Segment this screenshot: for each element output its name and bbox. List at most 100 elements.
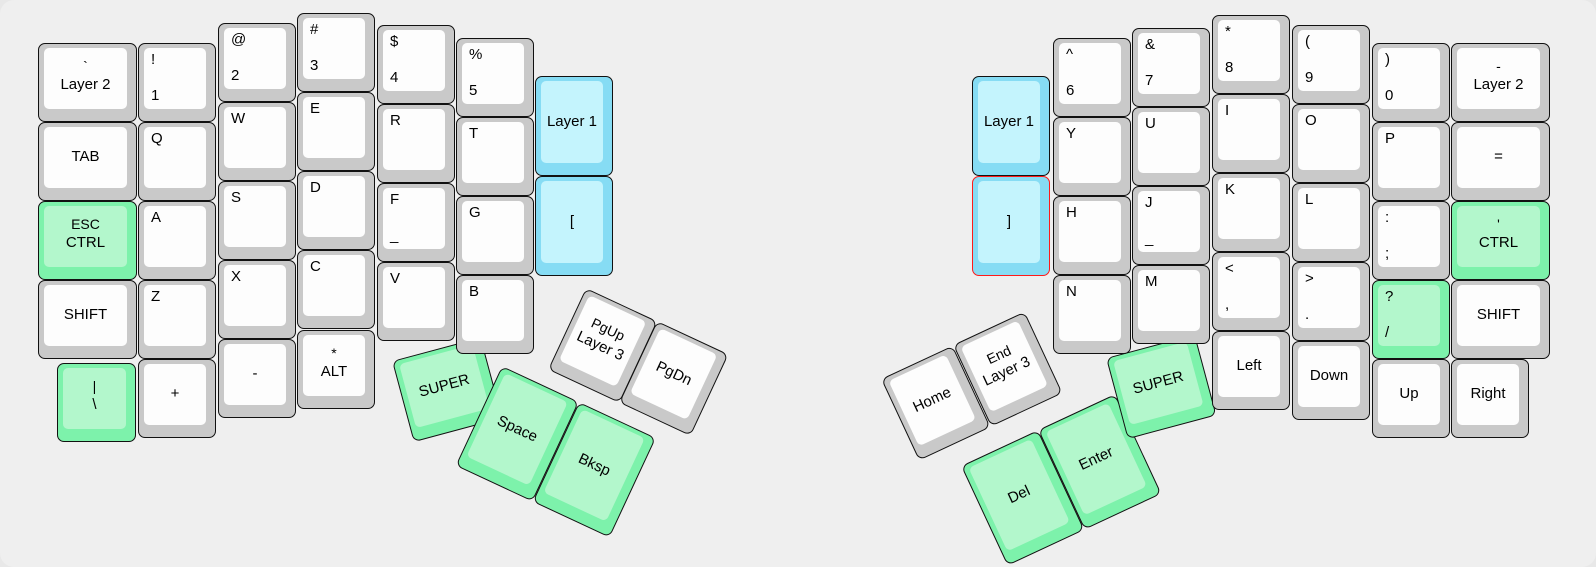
key-legend-primary: P xyxy=(1385,130,1396,147)
keycap-face: Layer 1 xyxy=(978,81,1040,163)
key-comma[interactable]: <, xyxy=(1212,252,1290,331)
keycap-face: (9 xyxy=(1298,30,1360,91)
key-g[interactable]: G xyxy=(456,196,534,275)
key-legend-secondary: 0 xyxy=(1385,86,1394,104)
keycap-face: P xyxy=(1378,127,1440,188)
key-legend-secondary: Left xyxy=(1236,357,1262,375)
key-legend-primary: L xyxy=(1305,191,1314,208)
key-m[interactable]: M xyxy=(1132,265,1210,344)
keycap-face: R xyxy=(383,109,445,170)
key-i[interactable]: I xyxy=(1212,94,1290,173)
keycap-face: D xyxy=(303,176,365,237)
key-legend-secondary: 5 xyxy=(469,81,478,99)
key-k[interactable]: K xyxy=(1212,173,1290,252)
key-c[interactable]: C xyxy=(297,250,375,329)
key-legend-primary: S xyxy=(231,189,242,206)
key-legend-secondary: 6 xyxy=(1066,81,1075,99)
key-bracket-left[interactable]: [ xyxy=(535,176,613,276)
key-bracket-right[interactable]: ] xyxy=(972,176,1050,276)
key-y[interactable]: Y xyxy=(1053,117,1131,196)
key-legend-primary: Y xyxy=(1066,125,1077,142)
key-shift-right[interactable]: SHIFT xyxy=(1451,280,1550,359)
key-z[interactable]: Z xyxy=(138,280,216,359)
key-legend-primary: : xyxy=(1385,209,1390,226)
keycap-face: )0 xyxy=(1378,48,1440,109)
key-legend-primary: ESC xyxy=(71,215,100,232)
key-legend-secondary: SHIFT xyxy=(63,306,108,324)
keycap-face: ] xyxy=(978,181,1040,263)
key-pipe-backslash[interactable]: |\ xyxy=(57,363,136,442)
key-f[interactable]: F_ xyxy=(377,183,455,262)
key-l[interactable]: L xyxy=(1292,183,1370,262)
key-j[interactable]: J_ xyxy=(1132,186,1210,265)
key-legend-primary: ^ xyxy=(1066,46,1074,63)
key-layer1-right[interactable]: Layer 1 xyxy=(972,76,1050,176)
key-alt[interactable]: *ALT xyxy=(297,330,375,409)
key-2[interactable]: @2 xyxy=(218,23,296,102)
key-b[interactable]: B xyxy=(456,275,534,354)
keycap-face: C xyxy=(303,255,365,316)
key-a[interactable]: A xyxy=(138,201,216,280)
key-p[interactable]: P xyxy=(1372,122,1450,201)
key-semicolon[interactable]: :; xyxy=(1372,201,1450,280)
key-1[interactable]: !1 xyxy=(138,43,216,122)
key-4[interactable]: $4 xyxy=(377,25,455,104)
key-plus[interactable]: + xyxy=(138,359,216,438)
key-6[interactable]: ^6 xyxy=(1053,38,1131,117)
key-legend-secondary: Layer 2 xyxy=(60,75,111,93)
key-v[interactable]: V xyxy=(377,262,455,341)
key-legend-secondary: . xyxy=(1305,305,1310,323)
key-legend-primary: - xyxy=(1496,57,1501,74)
key-9[interactable]: (9 xyxy=(1292,25,1370,104)
key-n[interactable]: N xyxy=(1053,275,1131,354)
key-right-arrow[interactable]: Right xyxy=(1451,359,1529,438)
key-slash[interactable]: ?/ xyxy=(1372,280,1450,359)
keycap-face: Up xyxy=(1378,364,1440,425)
key-r[interactable]: R xyxy=(377,104,455,183)
key-0[interactable]: )0 xyxy=(1372,43,1450,122)
key-q[interactable]: Q xyxy=(138,122,216,201)
key-equals[interactable]: = xyxy=(1451,122,1550,201)
key-down-arrow[interactable]: Down xyxy=(1292,341,1370,420)
key-legend-secondary: 8 xyxy=(1225,58,1234,76)
key-legend-primary: T xyxy=(469,125,479,142)
key-x[interactable]: X xyxy=(218,260,296,339)
key-left-arrow[interactable]: Left xyxy=(1212,331,1290,410)
key-3[interactable]: #3 xyxy=(297,13,375,92)
key-up-arrow[interactable]: Up xyxy=(1372,359,1450,438)
key-u[interactable]: U xyxy=(1132,107,1210,186)
key-legend-primary: K xyxy=(1225,181,1236,198)
key-legend-secondary: TAB xyxy=(71,148,100,166)
key-minus[interactable]: - xyxy=(218,339,296,418)
key-t[interactable]: T xyxy=(456,117,534,196)
key-grave-layer2[interactable]: `Layer 2 xyxy=(38,43,137,122)
key-period[interactable]: >. xyxy=(1292,262,1370,341)
key-s[interactable]: S xyxy=(218,181,296,260)
key-quote-ctrl[interactable]: 'CTRL xyxy=(1451,201,1550,280)
keycap-face: A xyxy=(144,206,206,267)
key-shift-left[interactable]: SHIFT xyxy=(38,280,137,359)
keycap-face: SHIFT xyxy=(1457,285,1540,346)
key-7[interactable]: &7 xyxy=(1132,28,1210,107)
keycap-face: :; xyxy=(1378,206,1440,267)
key-d[interactable]: D xyxy=(297,171,375,250)
key-legend-primary: X xyxy=(231,268,242,285)
keycap-face: X xyxy=(224,265,286,326)
key-w[interactable]: W xyxy=(218,102,296,181)
keycap-face: @2 xyxy=(224,28,286,89)
key-h[interactable]: H xyxy=(1053,196,1131,275)
key-legend-secondary: 1 xyxy=(151,86,160,104)
key-5[interactable]: %5 xyxy=(456,38,534,117)
key-legend-primary: I xyxy=(1225,102,1230,119)
key-layer1[interactable]: Layer 1 xyxy=(535,76,613,176)
key-legend-secondary: SHIFT xyxy=(1476,306,1521,324)
key-e[interactable]: E xyxy=(297,92,375,171)
key-8[interactable]: *8 xyxy=(1212,15,1290,94)
key-legend-primary: E xyxy=(310,100,321,117)
key-minus-layer2[interactable]: -Layer 2 xyxy=(1451,43,1550,122)
key-tab[interactable]: TAB xyxy=(38,122,137,201)
key-o[interactable]: O xyxy=(1292,104,1370,183)
